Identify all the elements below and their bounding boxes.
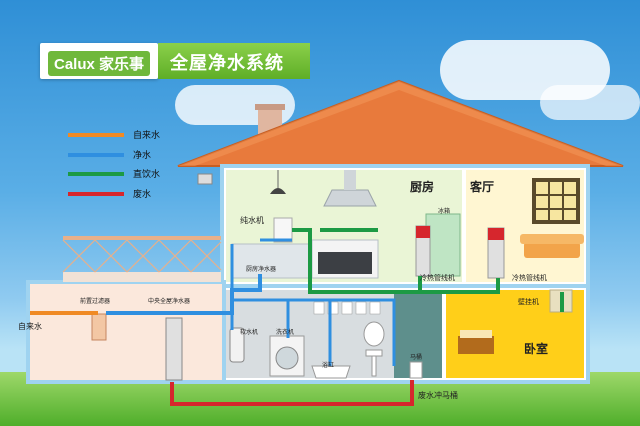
roof: [178, 81, 623, 166]
bed: [458, 336, 494, 354]
laundry-shirts: [314, 302, 380, 314]
cold-hot-pipeline-living-label: 冷热管线机: [512, 273, 547, 283]
toilet-label: 马桶: [410, 352, 422, 361]
bedroom-label: 卧室: [524, 340, 548, 357]
central-purifier: [166, 318, 182, 380]
living-room-label: 客厅: [470, 178, 494, 195]
kitchen-label: 厨房: [410, 178, 434, 195]
camera-icon: [198, 174, 212, 184]
pre-filter: [92, 314, 106, 340]
pure-water-machine-label: 纯水机: [240, 215, 264, 226]
kitchen-sink-purifier-label: 厨房净水器: [246, 264, 276, 273]
range-hood: [324, 190, 376, 206]
toilet: [410, 362, 422, 378]
washer-label: 洗衣机: [276, 327, 294, 336]
ice-box-label: 冰箱: [438, 206, 450, 215]
cold-hot-pipeline-kitchen-label: 冷热管线机: [420, 273, 455, 283]
fridge: [426, 214, 460, 276]
central-purifier-label: 中央全屋净水器: [148, 296, 190, 305]
mirror: [364, 322, 384, 346]
waste-flush-label: 废水冲马桶: [418, 390, 458, 401]
sofa: [524, 242, 580, 258]
wall-mount-label: 壁挂机: [518, 297, 539, 307]
tap-water-label: 自来水: [18, 321, 42, 332]
bathtub-label: 浴缸: [322, 360, 334, 369]
softener-label: 软水机: [240, 327, 258, 336]
pre-filter-label: 前置过滤器: [80, 296, 110, 305]
pure-water-machine: [274, 218, 292, 242]
balcony-fence: [63, 240, 221, 272]
annex-room: [28, 282, 224, 382]
